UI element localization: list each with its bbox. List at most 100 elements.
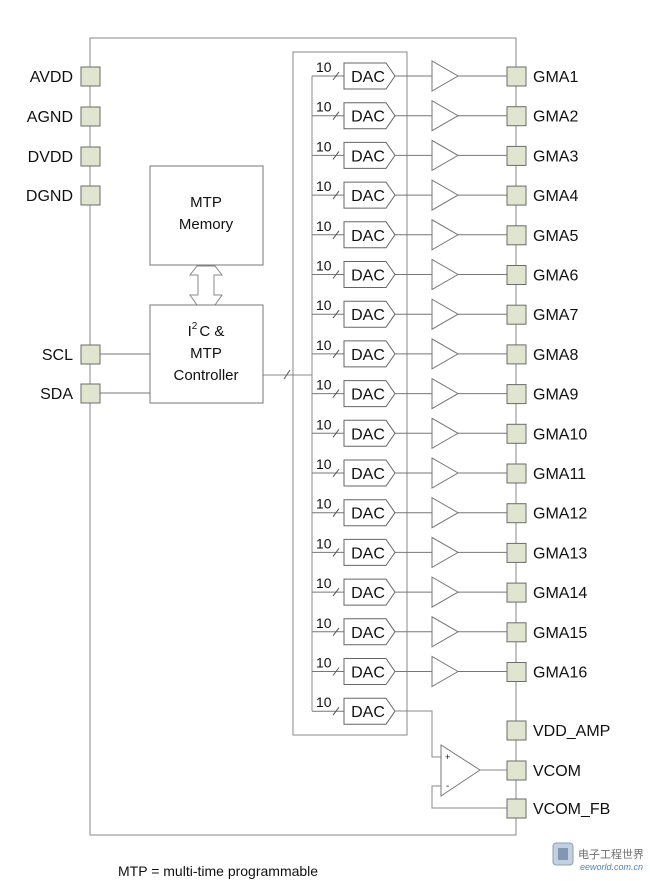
bus-slash <box>332 230 340 240</box>
bus-width-label: 10 <box>316 615 332 631</box>
gma-pin-label: GMA16 <box>533 665 587 682</box>
bus-slash <box>332 190 340 200</box>
pin-vcom: VCOM <box>506 760 581 781</box>
gma-pin-label: GMA15 <box>533 625 587 642</box>
dac-label: DAC <box>351 426 385 443</box>
bus-slash <box>332 667 340 676</box>
opamp-minus-sign: - <box>446 781 449 792</box>
pin-scl: SCL <box>42 344 150 365</box>
vcom-dac-to-opamp <box>395 710 441 758</box>
memory-label-line2: Memory <box>179 216 234 233</box>
pin-dvdd: DVDD <box>28 146 101 167</box>
pin-pad <box>80 185 101 206</box>
bus-slash <box>332 71 340 81</box>
pin-label: SDA <box>40 386 73 403</box>
bus-slash <box>332 548 340 557</box>
bus-slash <box>332 706 340 716</box>
gma-pin-pad <box>506 662 527 682</box>
pin-label: DGND <box>26 188 73 205</box>
gma-pin-label: GMA3 <box>533 148 578 165</box>
dac-block <box>343 499 396 527</box>
gma-pin-label: GMA2 <box>533 109 578 126</box>
dac-label: DAC <box>351 148 385 165</box>
dac-block <box>343 618 396 646</box>
bus-slash <box>332 151 340 160</box>
controller-bus-slash <box>283 369 291 380</box>
bus-width-label: 10 <box>316 258 332 274</box>
bus-width-label: 10 <box>316 218 332 234</box>
serial-pins: SCL SDA <box>40 344 150 404</box>
pin-dgnd: DGND <box>26 185 101 206</box>
bus-width-label: 10 <box>316 655 332 671</box>
dac-block <box>343 578 396 606</box>
dac-block <box>343 538 396 566</box>
buffer-amp <box>431 536 460 569</box>
bus-width-label: 10 <box>316 297 332 313</box>
dac-label: DAC <box>351 585 385 602</box>
bus-slash <box>332 627 340 637</box>
dac-label: DAC <box>351 188 385 205</box>
bus-slash <box>332 587 340 597</box>
pin-pad <box>506 720 527 741</box>
bus-width-label: 10 <box>316 575 332 591</box>
bus-slash <box>332 508 340 518</box>
vcom-opamp <box>440 744 481 797</box>
gma-pin-label: GMA6 <box>533 268 578 285</box>
pin-label: AVDD <box>30 69 73 86</box>
dac-label: DAC <box>351 545 385 562</box>
dac-label: DAC <box>351 466 385 483</box>
dac-label: DAC <box>351 268 385 285</box>
watermark-line2: eeworld.com.cn <box>580 862 643 872</box>
gma-pin-pad <box>506 503 527 524</box>
controller-label-line2: MTP <box>190 345 222 362</box>
gma-pin-label: GMA4 <box>533 188 578 205</box>
bus-width-label: 10 <box>316 59 332 75</box>
bus-width-label: 10 <box>316 456 332 472</box>
opamp-plus-sign: + <box>445 752 450 762</box>
pin-vdd-amp: VDD_AMP <box>506 720 610 741</box>
pin-avdd: AVDD <box>30 66 101 87</box>
gma-pin-pad <box>506 463 527 484</box>
dac-block <box>343 340 396 368</box>
pin-label: AGND <box>27 109 73 126</box>
pin-pad <box>80 383 101 404</box>
bus-width-label: 10 <box>316 496 332 512</box>
dac-block <box>343 261 396 288</box>
gma-pin-label: GMA5 <box>533 228 578 245</box>
buffer-amp <box>431 655 460 688</box>
memory-label-line1: MTP <box>190 194 222 211</box>
bus-width-label: 10 <box>316 178 332 194</box>
bus-slash <box>332 111 340 120</box>
dac-block <box>343 380 396 408</box>
buffer-amp <box>431 99 460 132</box>
bus-slash <box>332 349 340 359</box>
bus-slash <box>332 389 340 398</box>
buffer-amp <box>431 218 460 251</box>
bus-width-label: 10 <box>316 416 332 432</box>
buffer-amp <box>431 298 460 331</box>
gma-pin-pad <box>506 225 527 246</box>
dac-block <box>343 459 396 487</box>
gma-pin-label: GMA13 <box>533 545 587 562</box>
dac-block <box>343 102 396 130</box>
controller-label-line3: Controller <box>173 367 238 384</box>
dac-block <box>343 62 396 90</box>
pin-pad <box>80 106 101 127</box>
bus-slash <box>332 309 340 319</box>
gma-pin-label: GMA1 <box>533 69 578 86</box>
dac-block <box>343 181 396 209</box>
gma-pin-pad <box>506 423 527 444</box>
